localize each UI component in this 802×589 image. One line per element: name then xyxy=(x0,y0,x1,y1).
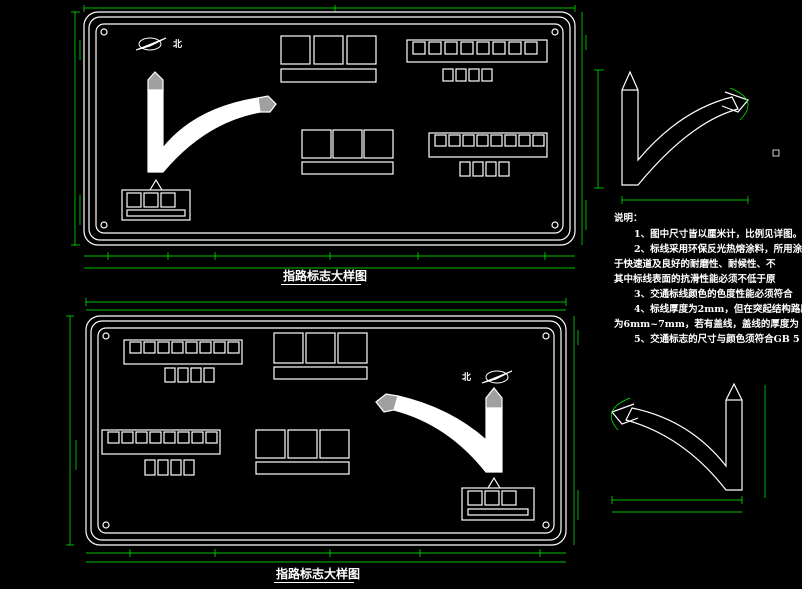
bottom-sign-dimensions xyxy=(66,298,579,563)
top-drawing-title: 指路标志大样图 xyxy=(283,269,368,283)
bottom-location-box xyxy=(461,476,535,521)
top-place-group-3 xyxy=(301,129,394,175)
top-place-group-4 xyxy=(428,132,548,177)
top-title-underline xyxy=(281,284,361,285)
notes-heading: 说明： xyxy=(614,213,643,224)
note-line-5: 3、交通标线颜色的色度性能必须符合 xyxy=(634,289,793,300)
bottom-title-underline xyxy=(274,582,354,583)
top-sign-dimensions xyxy=(71,5,587,269)
note-line-6: 4、标线厚度为2mm，但在突起结构路段 xyxy=(634,304,802,315)
note-line-4: 其中标线表面的抗滑性能必须不低于原 xyxy=(614,274,776,285)
bottom-place-group-2 xyxy=(273,332,368,380)
bottom-north-label: 北 xyxy=(462,373,472,383)
note-line-1: 1、图中尺寸皆以厘米计，比例见详图。 xyxy=(634,229,802,240)
bottom-sign xyxy=(66,298,579,563)
bottom-north-symbol xyxy=(481,370,513,384)
bottom-direction-arrow xyxy=(375,387,503,473)
notes-panel: 说明： 1、图中尺寸皆以厘米计，比例见详图。 2、标线采用环保反光热熔涂料，所用… xyxy=(614,211,802,347)
bottom-arrow-detail xyxy=(610,382,766,513)
bottom-place-group-3 xyxy=(101,429,221,476)
note-line-8: 5、交通标志的尺寸与颜色须符合GB 5 xyxy=(634,334,800,345)
note-line-2: 2、标线采用环保反光热熔涂料，所用涂 xyxy=(634,244,802,255)
top-sign xyxy=(71,5,587,269)
bottom-place-group-1 xyxy=(123,339,243,383)
top-location-box xyxy=(121,178,191,221)
top-direction-arrow xyxy=(147,71,277,173)
top-arrow-detail xyxy=(594,69,780,204)
top-place-group-2 xyxy=(406,39,548,82)
bottom-drawing-title: 指路标志大样图 xyxy=(276,567,361,581)
note-line-3: 于快速道及良好的耐磨性、耐候性、不 xyxy=(614,259,776,270)
top-place-group-1 xyxy=(280,35,377,83)
north-symbol xyxy=(135,37,167,51)
bottom-place-group-4 xyxy=(255,429,350,475)
north-label: 北 xyxy=(173,40,183,50)
note-line-7: 为6mm~7mm，若有盖线，盖线的厚度为 xyxy=(614,319,799,330)
